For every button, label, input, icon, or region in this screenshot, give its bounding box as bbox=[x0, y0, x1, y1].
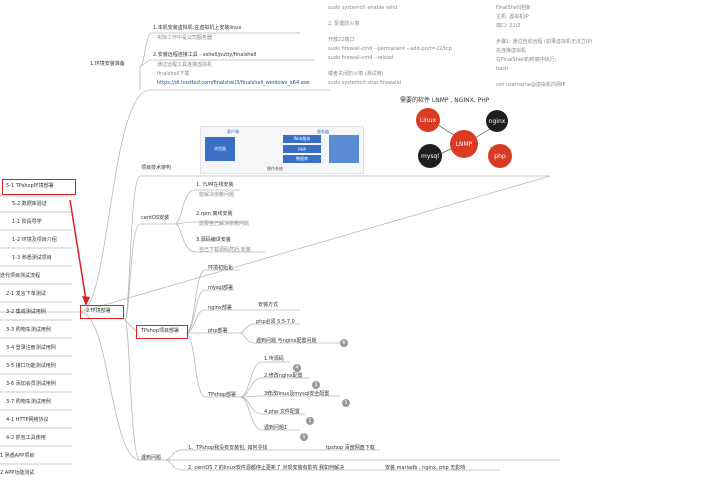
arch-block: 数据库 bbox=[283, 155, 321, 163]
nav-item[interactable]: 5-1 TPshop环境部署 bbox=[6, 183, 54, 189]
tp-step[interactable]: 4.php 文件配置 bbox=[264, 409, 300, 415]
note-line: sudo firewall-cmd --permanent --add-port… bbox=[328, 46, 452, 52]
node-arch[interactable]: 项目技术架构 bbox=[141, 165, 172, 171]
download-link[interactable]: https://dl.hostbuf.com/finalshell3/final… bbox=[157, 80, 310, 86]
node-deploy[interactable]: 2.环境部署 bbox=[86, 308, 111, 314]
nav-item[interactable]: 3-5 接口功能测试用例 bbox=[6, 363, 56, 369]
centos-item-sub: 需要自己解决依赖问题 bbox=[199, 221, 250, 227]
tp-env-init[interactable]: 环境初始化 bbox=[208, 265, 234, 271]
centos-item-sub: 能解决依赖问题 bbox=[199, 192, 235, 198]
note-line: 开放22端口 bbox=[328, 37, 355, 43]
tp-tpshop[interactable]: TPshop部署 bbox=[208, 392, 236, 398]
php-node: php bbox=[488, 144, 512, 168]
nav-item[interactable]: 迭代项目测试流程 bbox=[0, 273, 41, 279]
note-line: 主机: 虚拟机IP bbox=[496, 14, 529, 20]
issue-item[interactable]: 1、TPshop我没有安装包, 如何寻找 bbox=[188, 445, 268, 451]
tp-php[interactable]: php部署 bbox=[208, 328, 228, 334]
nav-item[interactable]: 2-1 发言下单测试 bbox=[6, 291, 46, 297]
node-env-prep[interactable]: 1.环境安装准备 bbox=[90, 61, 125, 67]
node-tpshop[interactable]: TPshop项目部署 bbox=[141, 328, 179, 334]
note-line: 步骤1: 通过自动远程 (如果虚拟机无法立IP) bbox=[496, 39, 593, 45]
note-line: FinalShell连接: bbox=[496, 5, 532, 11]
centos-item-sub: 自己下载源码然后,安装 bbox=[199, 247, 251, 253]
nav-item[interactable]: 3-4 登录注册测试用例 bbox=[6, 345, 56, 351]
tp-php-ver[interactable]: php必须 5.5-7.0 bbox=[256, 319, 295, 325]
node-issues[interactable]: 遇到问题 bbox=[141, 455, 162, 461]
mysql-node: mysql bbox=[418, 144, 442, 168]
tp-step[interactable]: 2.修改nginx配置 bbox=[264, 373, 303, 379]
collapse-badge[interactable]: 1 bbox=[306, 417, 314, 425]
env-item-title[interactable]: 1.本机安装虚拟机,在虚拟机上安装linux bbox=[153, 25, 242, 31]
software-title: 需要的软件 LNMP , NGINX, PHP bbox=[400, 97, 490, 104]
note-line: 先连接虚拟机 bbox=[496, 48, 527, 54]
nav-item[interactable]: 1-2 环境及项目介绍 bbox=[12, 237, 57, 243]
tp-step[interactable]: 1.传源码 bbox=[264, 356, 284, 362]
tp-nginx[interactable]: nginx部署 bbox=[208, 305, 232, 311]
node-centos[interactable]: centOS安装 bbox=[141, 215, 170, 221]
architecture-diagram: 客户端 服务器 浏览器 Web服务 PHP 数据库 操作系统 bbox=[200, 126, 364, 174]
collapse-badge[interactable]: 6 bbox=[340, 339, 348, 347]
nav-item[interactable]: 1-3 熟悉测试项目 bbox=[12, 255, 52, 261]
arch-header: 服务器 bbox=[317, 129, 329, 134]
tp-mysql[interactable]: mysql部署 bbox=[208, 285, 233, 291]
note-line: bash bbox=[496, 66, 509, 72]
nav-item[interactable]: 1 熟悉APP项目 bbox=[0, 453, 35, 459]
nav-item[interactable]: 5-2 数据库验证 bbox=[12, 201, 47, 207]
centos-item[interactable]: 2.rpm 离线安装 bbox=[196, 211, 233, 217]
collapse-badge[interactable]: 1 bbox=[300, 433, 308, 441]
tp-php-issue[interactable]: 遇到问题 与nginx配置问题 bbox=[256, 338, 317, 344]
note-line: 2. 配置防火墙 bbox=[328, 21, 360, 27]
note-line: 端口: 22/2 bbox=[496, 23, 521, 29]
env-item-sub: 实际工作中是公司服务器 bbox=[157, 35, 213, 41]
note-line: 在FinalShell的终端中执行: bbox=[496, 57, 557, 63]
nav-item[interactable]: 1-1 阶段导学 bbox=[12, 219, 42, 225]
nginx-node: nginx bbox=[486, 110, 508, 132]
note-line: sudo systemctl enable sshd bbox=[328, 5, 398, 11]
nav-item[interactable]: 3-6 添加会员测试用例 bbox=[6, 381, 56, 387]
nav-item[interactable]: 4-1 HTTP网络协议 bbox=[6, 417, 49, 423]
note-line: sudo systemctl stop firewalld bbox=[328, 80, 402, 86]
nav-item[interactable]: 2 APP功能测试 bbox=[0, 470, 35, 476]
nav-item[interactable]: 4-2 抓包工具使用 bbox=[6, 435, 46, 441]
env-item-sub: 通过远程工具连接虚拟机 bbox=[157, 62, 213, 68]
note-line: ssh username@虚拟机内网IP bbox=[496, 82, 566, 88]
linux-node: Linux bbox=[416, 108, 440, 132]
arch-caption: 操作系统 bbox=[267, 166, 283, 171]
arch-header: 客户端 bbox=[227, 129, 239, 134]
highlight-box-nav bbox=[2, 179, 76, 195]
nav-item[interactable]: 3-2 集成测试用例 bbox=[6, 309, 46, 315]
arch-block bbox=[329, 135, 359, 163]
collapse-badge[interactable]: 4 bbox=[293, 364, 301, 372]
collapse-badge[interactable]: 1 bbox=[342, 399, 350, 407]
collapse-badge[interactable]: 1 bbox=[312, 381, 320, 389]
highlight-box-tpshop bbox=[136, 325, 188, 339]
centos-item[interactable]: 1. YUM在线安装 bbox=[196, 182, 234, 188]
issue-hint[interactable]: 安装 mariadb , nginx, php 无影响 bbox=[385, 465, 466, 471]
centos-item[interactable]: 3.源码编译安装 bbox=[196, 237, 231, 243]
highlight-box-deploy bbox=[80, 305, 124, 319]
arch-block: Web服务 bbox=[283, 135, 321, 143]
note-line: sudo firewall-cmd --reload bbox=[328, 55, 394, 61]
tp-step[interactable]: 3修改linux及mysql安全配置 bbox=[264, 391, 330, 397]
lnmp-center-node: LNMP bbox=[450, 130, 478, 158]
note-line: 或者关闭防火墙 (测试用) bbox=[328, 71, 384, 77]
tp-install-mode[interactable]: 安装方式 bbox=[258, 302, 279, 308]
tp-step[interactable]: 遇到问题1 bbox=[264, 425, 288, 431]
issue-hint[interactable]: tpshop 百度网盘下载 bbox=[326, 445, 375, 451]
arch-block: PHP bbox=[283, 145, 321, 153]
env-item-sub: finalshell下载 bbox=[157, 71, 190, 77]
arch-block: 浏览器 bbox=[205, 137, 235, 161]
nav-item[interactable]: 3-7 购物车测试用例 bbox=[6, 399, 51, 405]
issue-item[interactable]: 2. centOS 7 的linux软件源都停止更新了 对现安装有影响 我如何解… bbox=[188, 465, 345, 471]
env-item-title[interactable]: 2.安装远程连接工具 - xshell/putty/finalshell bbox=[153, 52, 257, 58]
nav-item[interactable]: 3-3 购物车测试用例 bbox=[6, 327, 51, 333]
